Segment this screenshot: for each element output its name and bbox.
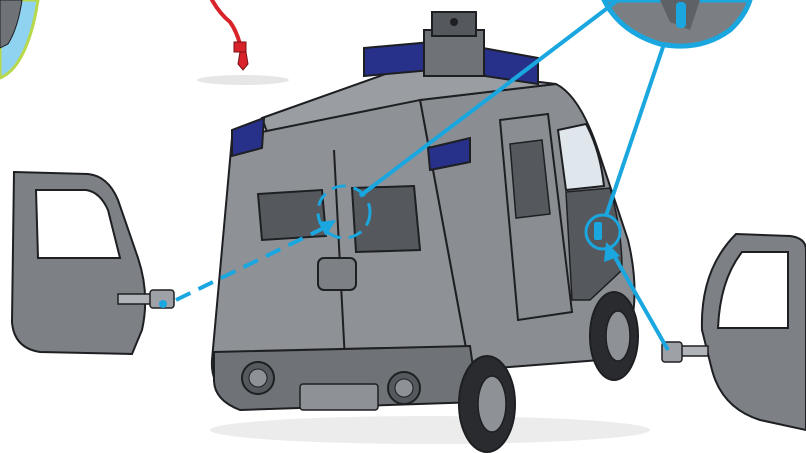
assembly-guides [175, 0, 670, 351]
roof-light-bar [231, 11, 539, 172]
right-door-part [661, 232, 806, 432]
wheels [458, 291, 639, 453]
inset-panel-top-left [0, 0, 40, 80]
red-hose-part [197, 0, 289, 85]
left-door-part [10, 170, 175, 356]
van-body [210, 64, 636, 412]
magnifier-callout [601, 0, 753, 49]
